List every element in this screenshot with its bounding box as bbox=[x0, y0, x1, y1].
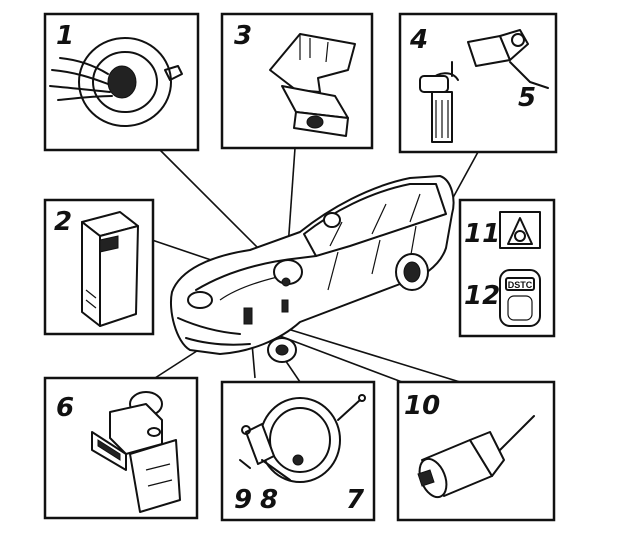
wheel-speed-sensor-illustration bbox=[419, 61, 459, 143]
modulator-illustration bbox=[91, 391, 181, 513]
callout-5: 5 bbox=[518, 83, 536, 113]
callout-8: 8 bbox=[260, 485, 278, 515]
panel-6-hydraulic-modulator: 6 bbox=[43, 376, 199, 520]
panel-4-5-wheel-sensors: 4 5 bbox=[398, 12, 558, 154]
callout-7: 7 bbox=[346, 485, 365, 515]
control-module-illustration bbox=[81, 211, 139, 327]
yaw-sensor-illustration bbox=[269, 33, 356, 137]
panel-10-pressure-sensor: 10 bbox=[396, 380, 556, 522]
dstc-label: DSTC bbox=[508, 280, 533, 290]
callout-9: 9 bbox=[234, 485, 252, 515]
panel-1-steering-angle-sensor: 1 bbox=[43, 12, 200, 152]
car-illustration bbox=[170, 175, 455, 363]
callout-12: 12 bbox=[464, 281, 500, 311]
callout-4: 4 bbox=[409, 25, 428, 55]
dstc-button-icon: DSTC bbox=[499, 269, 541, 327]
panel-2-control-module: 2 bbox=[43, 198, 155, 336]
callout-10: 10 bbox=[404, 391, 440, 421]
callout-3: 3 bbox=[234, 21, 252, 51]
brake-booster-illustration bbox=[239, 394, 366, 483]
callout-6: 6 bbox=[56, 393, 74, 423]
leader-10-a bbox=[264, 321, 461, 383]
pressure-sensor-illustration bbox=[417, 415, 535, 499]
panel-7-8-9-brake-booster: 9 8 7 bbox=[220, 380, 376, 522]
callout-1: 1 bbox=[56, 21, 74, 51]
warning-lamp-icon bbox=[499, 211, 541, 249]
rotation-sensor-illustration bbox=[467, 29, 549, 89]
panel-3-yaw-rate-sensor: 3 bbox=[220, 12, 374, 150]
callout-11: 11 bbox=[464, 219, 500, 249]
panel-11-12-indicators: DSTC 11 12 bbox=[458, 198, 556, 338]
clock-spring-illustration bbox=[49, 37, 183, 127]
callout-2: 2 bbox=[54, 207, 72, 237]
